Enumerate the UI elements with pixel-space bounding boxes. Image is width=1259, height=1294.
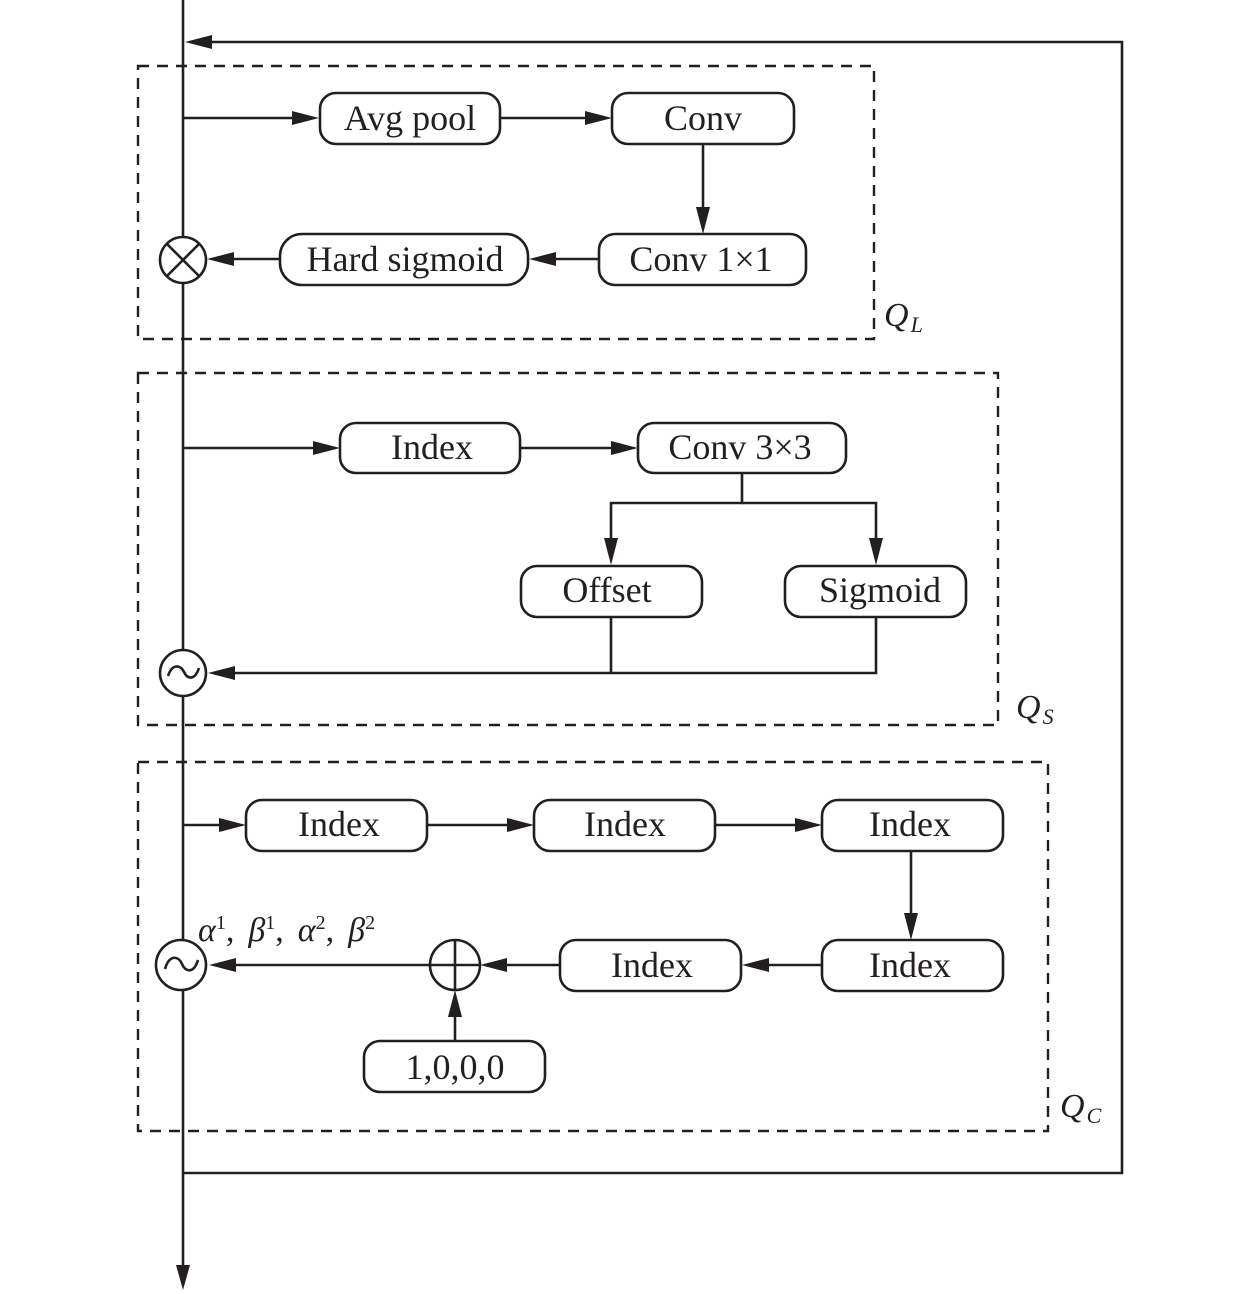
qc-index5-label: Index <box>611 945 693 985</box>
arrow-to-avgpool <box>292 111 319 125</box>
skip-connection-arrow <box>185 35 212 49</box>
arrow-to-conv3x3 <box>611 441 638 455</box>
arrow-to-qc-index3 <box>795 818 822 832</box>
qc-parameters-label: α1, β1, α2, β2 <box>198 912 375 949</box>
hard-sigmoid-label: Hard sigmoid <box>307 239 504 279</box>
avg-pool-label: Avg pool <box>344 98 476 138</box>
qc-module-border <box>136 760 1050 1133</box>
qc-index3-label: Index <box>869 804 951 844</box>
edge-conv3x3-to-sigmoid <box>742 501 878 540</box>
output-arrow <box>176 1265 190 1290</box>
arrow-to-qc-index1 <box>219 818 246 832</box>
qs-module-border <box>136 371 1000 727</box>
constant-node <box>362 1039 547 1094</box>
constant-label: 1,0,0,0 <box>406 1047 505 1087</box>
conv1x1-label: Conv 1×1 <box>629 239 772 279</box>
arrow-to-offset <box>604 538 618 565</box>
conv3x3-label: Conv 3×3 <box>668 427 811 467</box>
arrow-to-add <box>480 958 507 972</box>
warp-tilde-icon <box>158 648 208 698</box>
arrow-to-warp-s <box>208 666 235 680</box>
arrow-constant-to-add <box>448 990 462 1017</box>
arrow-to-qc-index4 <box>904 913 918 940</box>
conv-label: Conv <box>664 98 742 138</box>
offset-label: Offset <box>562 570 651 610</box>
arrow-to-hardsigmoid <box>529 252 556 266</box>
add-plus-icon <box>428 938 482 992</box>
qs-index-label: Index <box>391 427 473 467</box>
arrow-to-conv <box>585 111 612 125</box>
arrow-to-multiply <box>207 252 234 266</box>
ql-module-border <box>136 64 876 341</box>
edge-sigmoid-to-warp <box>232 617 878 675</box>
qs-module-label: QS <box>1016 689 1054 729</box>
qc-index1-label: Index <box>298 804 380 844</box>
qc-index4-label: Index <box>869 945 951 985</box>
arrow-to-qs-index <box>313 441 340 455</box>
arrow-to-warp-c <box>209 958 236 972</box>
qc-index2-label: Index <box>584 804 666 844</box>
arrow-to-sigmoid <box>869 538 883 565</box>
warp-tilde-icon <box>154 938 208 992</box>
sigmoid-label: Sigmoid <box>819 570 941 610</box>
qc-module-label: QC <box>1060 1088 1102 1128</box>
arrow-to-qc-index2 <box>507 818 534 832</box>
arrow-to-conv1x1 <box>696 207 710 234</box>
skip-connection-line <box>183 40 1124 1175</box>
arrow-to-qc-index5 <box>742 958 769 972</box>
multiply-icon <box>158 235 208 285</box>
ql-module-label: QL <box>884 297 923 337</box>
qc-index3-node <box>820 798 1005 853</box>
edge-conv3x3-to-offset <box>609 473 744 540</box>
